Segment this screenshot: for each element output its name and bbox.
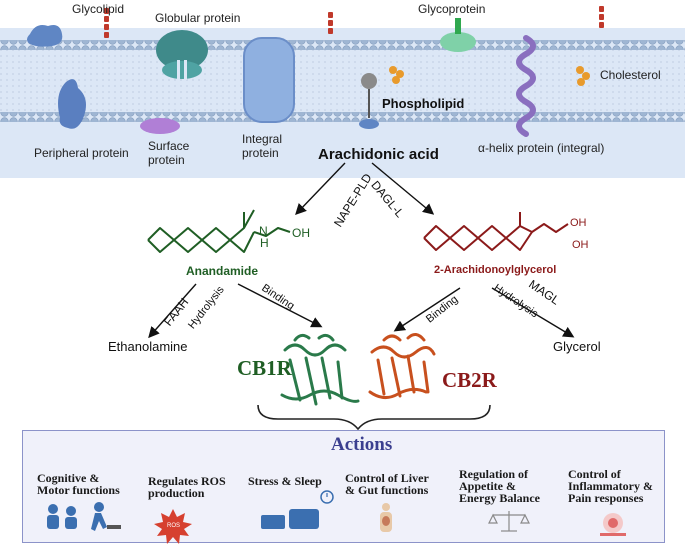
globular-protein-label: Globular protein	[155, 11, 241, 25]
anandamide-oh-label: OH	[292, 226, 310, 240]
alpha-helix-protein-label: α-helix protein (integral)	[478, 141, 605, 155]
anandamide-h-label: H	[260, 236, 269, 250]
peripheral-protein-icon	[58, 79, 86, 129]
cb1r-label: CB1R	[237, 356, 292, 380]
action-appetite-energy: Regulation of Appetite & Energy Balance	[459, 467, 540, 505]
anandamide-n-label: N	[259, 224, 268, 238]
cb2r-label: CB2R	[442, 368, 497, 392]
surface-protein-label-2: protein	[148, 153, 185, 167]
2ag-molecule	[423, 212, 569, 251]
glycerol-label: Glycerol	[553, 339, 601, 354]
arrow-to-anandamide	[295, 162, 346, 216]
integral-protein-label-1: Integral	[242, 132, 283, 146]
anandamide-molecule	[147, 209, 291, 253]
liver-gut-icon	[380, 503, 392, 532]
glycoprotein-icon	[440, 18, 476, 52]
action-liver-gut: Control of Liver & Gut functions	[345, 471, 429, 497]
arrow-2ag-binding	[393, 287, 461, 332]
cholesterol-label: Cholesterol	[600, 68, 661, 82]
action-inflammatory-pain: Control of Inflammatory & Pain responses	[568, 467, 653, 505]
membrane-background	[0, 28, 685, 178]
2ag-oh-top-label: OH	[570, 217, 587, 229]
phospholipid-label: Phospholipid	[382, 96, 465, 111]
glycolipid-label: Glycolipid	[72, 2, 125, 16]
peripheral-protein-label: Peripheral protein	[34, 146, 129, 160]
integral-protein-icon	[243, 37, 295, 123]
globular-protein-icon	[156, 30, 208, 80]
inflammation-icon	[600, 513, 626, 536]
arrow-to-2ag	[371, 162, 435, 215]
arrow-anandamide-binding	[237, 283, 323, 328]
surface-protein-label-1: Surface	[148, 139, 190, 153]
lipid-heads-top	[0, 40, 685, 50]
actions-brace	[257, 404, 491, 431]
ros-icon: ROS	[154, 509, 192, 544]
people-icon	[47, 502, 121, 531]
action-ros: Regulates ROS production	[148, 474, 226, 500]
arachidonic-acid-label: Arachidonic acid	[318, 146, 439, 163]
cb2r-structure-icon	[368, 333, 436, 399]
action-stress-sleep: Stress & Sleep	[248, 474, 322, 488]
integral-protein-label-2: protein	[242, 146, 279, 160]
cholesterol-icon	[389, 66, 590, 86]
surface-protein-icon	[140, 118, 180, 134]
ethanolamine-label: Ethanolamine	[108, 339, 188, 354]
glycolipid-icon	[104, 6, 604, 38]
alpha-helix-protein-icon	[516, 35, 536, 137]
glycoprotein-label: Glycoprotein	[418, 2, 486, 16]
actions-title: Actions	[331, 434, 393, 455]
ros-badge: ROS	[167, 523, 180, 529]
cb1r-structure-icon	[280, 333, 360, 406]
anandamide-label: Anandamide	[186, 264, 259, 278]
stress-sleep-icon	[261, 490, 334, 529]
2ag-oh-bottom-label: OH	[572, 239, 589, 251]
lipid-heads-bottom	[0, 112, 685, 122]
action-icons: ROS	[47, 490, 626, 544]
arrow-magl-hydrolysis	[491, 287, 575, 338]
action-cognitive-motor: Cognitive & Motor functions	[37, 471, 120, 497]
actions-panel: Actions Cognitive & Motor functions Regu…	[22, 430, 665, 544]
arrow-faah-hydrolysis	[148, 283, 197, 339]
blob-protein-icon	[27, 25, 63, 47]
balance-icon	[488, 511, 530, 532]
phospholipid-icon	[359, 73, 379, 129]
2ag-label: 2-Arachidonoylglycerol	[434, 264, 557, 276]
